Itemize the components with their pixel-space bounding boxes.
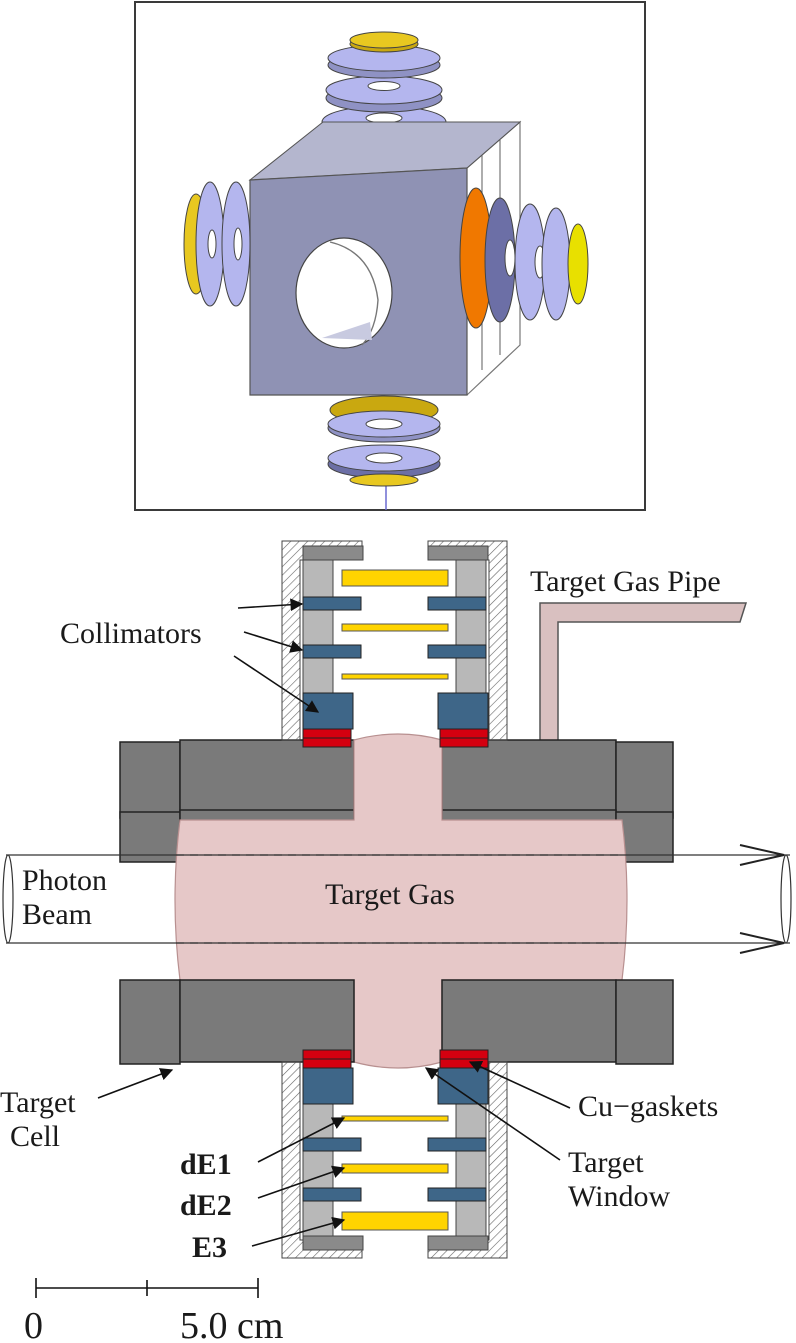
target-window-label-line1: Target xyxy=(568,1146,644,1179)
render-panel xyxy=(134,1,646,511)
scale-zero-label: 0 xyxy=(24,1305,43,1343)
top-detector-stack xyxy=(281,540,508,748)
cu-gaskets-label: Cu−gaskets xyxy=(578,1090,718,1123)
bottom-cell-blocks xyxy=(119,979,674,1065)
scale-length-label: 5.0 cm xyxy=(180,1305,283,1343)
cube-hole xyxy=(295,237,393,349)
de2-label: dE2 xyxy=(180,1189,232,1222)
target-window-label-line2: Window xyxy=(568,1180,670,1213)
photon-beam-label-line1: Photon xyxy=(22,864,107,897)
collimators-label: Collimators xyxy=(60,617,202,650)
target-gas-label: Target Gas xyxy=(325,878,455,911)
photon-beam-label-line2: Beam xyxy=(22,898,92,931)
gas-pipe-label: Target Gas Pipe xyxy=(530,565,721,598)
de1-label: dE1 xyxy=(180,1148,232,1181)
leader-arrows xyxy=(97,598,571,1247)
scale-bar: 0 5.0 cm xyxy=(24,1278,283,1343)
bottom-detector-stack xyxy=(281,1049,508,1259)
target-cell-label-line2: Cell xyxy=(10,1120,60,1153)
photon-beam xyxy=(2,844,792,954)
left-ring-stack xyxy=(183,181,251,307)
bottom-ring-stack xyxy=(327,395,441,487)
target-cell-label-line1: Target xyxy=(0,1086,76,1119)
right-ring-stack xyxy=(459,187,589,329)
e3-label: E3 xyxy=(192,1231,227,1264)
